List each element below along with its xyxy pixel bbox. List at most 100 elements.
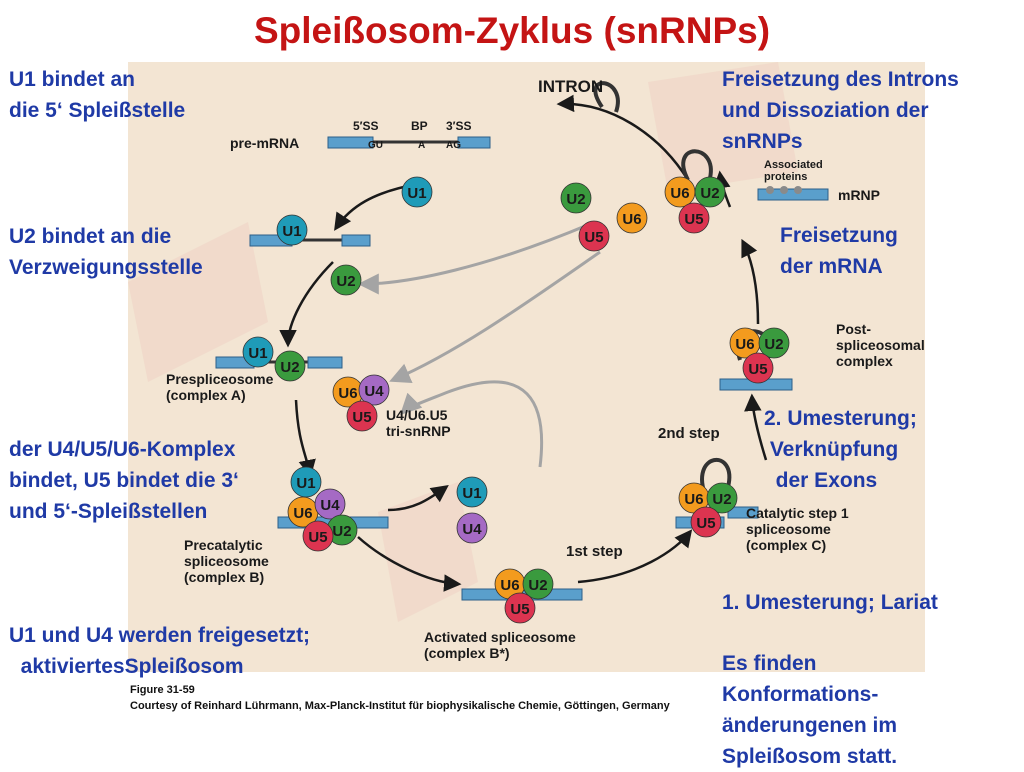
annotation-u1-u4-released: U1 und U4 werden freigesetzt; aktivierte… (9, 624, 311, 678)
snrnp-u6-label: U6 (735, 336, 754, 353)
page-title: Spleißosom-Zyklus (snRNPs) (253, 10, 771, 51)
snrnp-u2-particle (706, 482, 738, 514)
snrnp-u2-label: U2 (336, 273, 355, 290)
snrnp-u6-label: U6 (684, 491, 703, 508)
arrow-u4-recycle (400, 380, 544, 468)
snrnp-u5-particle (742, 352, 774, 384)
tri-snrnp-label-line-1: tri-snRNP (386, 423, 451, 439)
presplice-label-line-0: Prespliceosome (166, 371, 274, 387)
first-step-label: 1st step (566, 543, 623, 560)
bp-label: BP (411, 119, 428, 133)
snrnp-u4-label: U4 (364, 383, 384, 400)
precatalytic-label-line-0: Precatalytic (184, 537, 263, 553)
snrnp-u5-label: U5 (696, 515, 715, 532)
snrnp-u2-label: U2 (332, 523, 351, 540)
snrnp-u6-label: U6 (670, 185, 689, 202)
snrnp-u5-particle (504, 592, 536, 624)
pre-mrna-exon-1 (327, 136, 374, 149)
catalytic-label-line-0: Catalytic step 1 (746, 505, 849, 521)
snrnp-u2-particle (274, 350, 306, 382)
complex-c-exon-2 (727, 506, 759, 519)
snrnp-u6-label: U6 (622, 211, 641, 228)
intron-lariat (593, 81, 620, 113)
annotation-second-transesterification: 2. Umesterung; Verknüpfung der Exons (764, 407, 917, 492)
snrnp-u1-particle (401, 176, 433, 208)
snrnp-u1-particle (242, 336, 274, 368)
complex-c-lariat (700, 458, 732, 498)
arrow-to-post (741, 238, 760, 325)
snrnp-u6-label: U6 (293, 505, 312, 522)
associated-protein-dot (766, 186, 774, 194)
snrnp-u2-particle (560, 182, 592, 214)
release-lariat (681, 149, 713, 181)
snrnp-u4-label: U4 (320, 497, 340, 514)
associated-protein-dot (794, 186, 802, 194)
arrow-cycle-top (556, 94, 690, 181)
complex-a-exon-2 (307, 356, 343, 369)
precatalytic-label-line-2: (complex B) (184, 569, 264, 585)
snrnp-u5-particle (678, 202, 710, 234)
snrnp-u2-label: U2 (280, 359, 299, 376)
arrow-to-activated (357, 536, 462, 592)
snrnp-u5-particle (346, 400, 378, 432)
pre-mrna-label: pre-mRNA (230, 135, 299, 151)
snrnp-u1-label: U1 (407, 185, 426, 202)
snrnp-u1-label: U1 (462, 485, 481, 502)
snrnp-u5-label: U5 (352, 409, 371, 426)
snrnp-u4-particle (456, 512, 488, 544)
post-label-line-2: complex (836, 353, 893, 369)
snrnp-u5-particle (302, 520, 334, 552)
snrnp-u2-label: U2 (528, 577, 547, 594)
snrnp-u5-particle (578, 220, 610, 252)
snrnp-u2-label: U2 (700, 185, 719, 202)
catalytic-label-line-2: (complex C) (746, 537, 826, 553)
snrnp-u5-label: U5 (510, 601, 529, 618)
arrow-to-precatalytic (294, 399, 316, 478)
snrnp-u2-particle (694, 176, 726, 208)
ss3-label: 3′SS (446, 119, 472, 133)
arrow-second-step (744, 393, 768, 461)
post-label-line-0: Post- (836, 321, 871, 337)
snrnp-u6-label: U6 (500, 577, 519, 594)
arrow-u2-recycle (357, 222, 591, 295)
snrnp-u2-label: U2 (764, 336, 783, 353)
catalytic-label-line-1: spliceosome (746, 521, 831, 537)
associated-proteins-label-line-0: Associated (764, 159, 823, 171)
snrnp-u6-label: U6 (338, 385, 357, 402)
post-label-line-1: spliceosomal (836, 337, 925, 353)
gu-label: GU (368, 140, 383, 151)
mrnp-exon (757, 188, 829, 201)
snrnp-u1-label: U1 (248, 345, 267, 362)
activated-label-line-0: Activated spliceosome (424, 629, 576, 645)
snrnp-u1-label: U1 (296, 475, 315, 492)
snrnp-u1-label: U1 (282, 223, 301, 240)
snrnp-u5-label: U5 (308, 529, 327, 546)
snrnp-u5-particle (690, 506, 722, 538)
annotation-first-transesterification: 1. Umesterung; Lariat (722, 591, 938, 614)
mrnp-label: mRNP (838, 187, 880, 203)
snrnp-u1-particle (456, 476, 488, 508)
intron-label: INTRON (538, 77, 603, 96)
figure-number: Figure 31-59 (130, 684, 195, 696)
snrnp-u4-particle (314, 488, 346, 520)
second-step-label: 2nd step (658, 425, 720, 442)
snrnp-u2-label: U2 (566, 191, 585, 208)
activated-label-line-1: (complex B*) (424, 645, 510, 661)
pre-mrna-exon-2 (457, 136, 491, 149)
snrnp-u5-label: U5 (748, 361, 767, 378)
associated-protein-dot (780, 186, 788, 194)
figure-credit: Courtesy of Reinhard Lührmann, Max-Planc… (130, 700, 670, 712)
snrnp-u2-particle (522, 568, 554, 600)
ss5-label: 5′SS (353, 119, 379, 133)
figure-caption: Figure 31-59 Courtesy of Reinhard Lührma… (130, 682, 670, 714)
u1-complex-exon-2 (341, 234, 371, 247)
